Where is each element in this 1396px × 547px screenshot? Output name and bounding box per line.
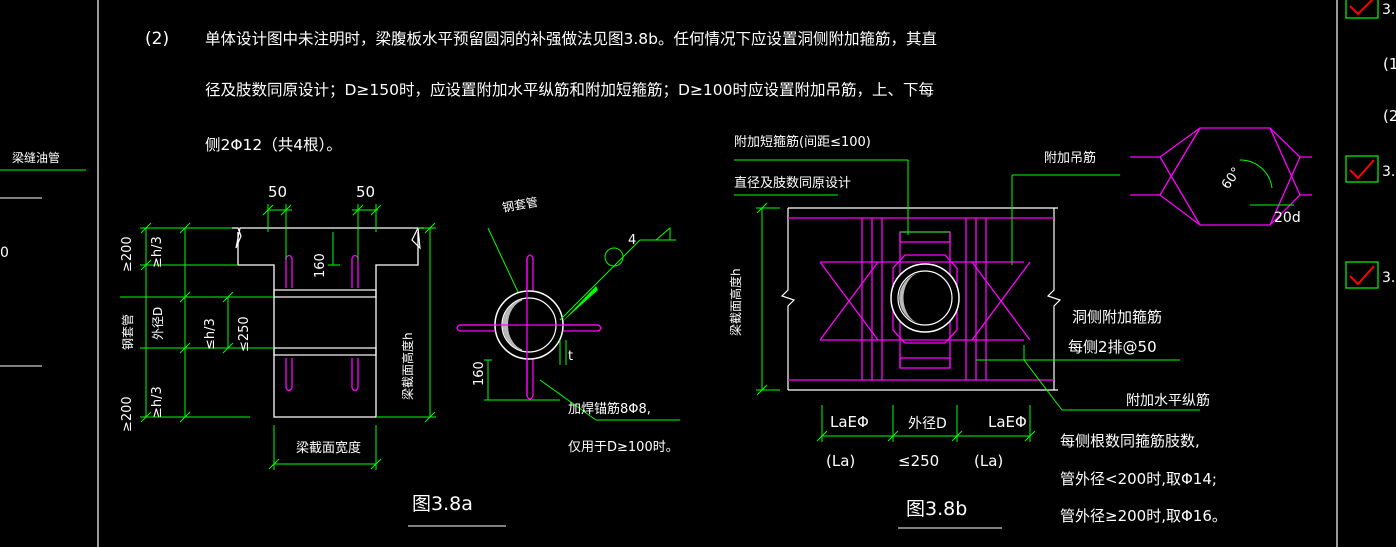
pipe-leaders <box>484 226 680 421</box>
label-la-left: (La) <box>826 452 855 470</box>
left-panel: 梁缝油管 0 <box>0 150 86 367</box>
dim-160-pipe: 160 <box>472 361 487 386</box>
weld-symbol: 4 <box>628 233 636 248</box>
len-20d: 20d <box>1274 210 1301 226</box>
dim-50-left: 50 <box>268 183 287 201</box>
note-line-2: 径及肢数同原设计；D≥150时，应设置附加水平纵筋和附加短箍筋；D≥100时应设… <box>205 80 934 99</box>
label-sleeve: 钢套管 <box>120 314 135 350</box>
label-beam-height-a: 梁截面高度h <box>400 332 415 400</box>
rebar-grid <box>788 217 1054 381</box>
label-hanger: 附加吊筋 <box>1044 150 1096 166</box>
label-outer-d: 外径D <box>151 307 165 340</box>
fig-a-caption: 图3.8a <box>412 493 473 515</box>
right-item-3: (2 <box>1383 107 1396 125</box>
checkmark-icon <box>1349 265 1375 286</box>
note-number: (2) <box>145 29 169 49</box>
anchor-bar-top-left <box>285 254 293 288</box>
anchor-bar-bottom-left <box>285 358 293 392</box>
label-lae-right: LaEΦ <box>988 413 1027 431</box>
figure-3-8b-elevation: 60° 20d 附加短箍筋(间距≤100) 直径及肢数同原设计 附加吊筋 梁截面… <box>728 127 1312 529</box>
label-h3-bottom: ≥h/3 <box>150 386 165 418</box>
checkbox-item-4[interactable]: 3. <box>1345 155 1395 183</box>
angle-60: 60° <box>1219 165 1245 192</box>
fig-b-note-1: 每侧根数同箍筋肢数, <box>1060 432 1200 450</box>
checkmark-icon <box>1349 159 1375 180</box>
weld-arrow <box>562 286 598 322</box>
sleeve-band-top <box>273 289 377 298</box>
fig-a-dimensions <box>120 204 436 470</box>
label-same-dia: 直径及肢数同原设计 <box>734 175 851 191</box>
figure-3-8a-section: 50 50 160 ≥200 ≥h/3 钢套管 外径D ≤h/3 ≤250 ≥2… <box>120 183 680 527</box>
dim-50-right: 50 <box>356 183 375 201</box>
anchor-bar-bottom-right <box>351 358 359 392</box>
label-lae-left: LaEΦ <box>830 413 869 431</box>
label-outer-d-b: 外径D <box>908 416 947 432</box>
checkbox-label-4: 3. <box>1382 164 1395 180</box>
label-per-side: 每侧2排@50 <box>1068 338 1157 356</box>
label-beam-height-b: 梁截面高度h <box>728 268 743 336</box>
label-le250: ≤250 <box>898 452 939 470</box>
label-horiz-bar: 附加水平纵筋 <box>1126 392 1210 409</box>
fig-b-leaders <box>734 159 1200 442</box>
sleeve-band-bottom <box>273 347 377 356</box>
checkbox-item-1[interactable]: 3. <box>1345 0 1395 19</box>
label-side-stirrup: 洞侧附加箍筋 <box>1072 308 1162 326</box>
slab-top-line <box>232 227 424 250</box>
pipe-section <box>456 254 602 400</box>
anchor-note: 仅用于D≥100时。 <box>568 440 679 455</box>
checkmark-icon <box>1349 0 1374 16</box>
label-short-stirrup: 附加短箍筋(间距≤100) <box>734 134 871 150</box>
label-mid-250: ≤250 <box>237 316 252 352</box>
anchor-label: 加焊锚筋8Φ8, <box>568 401 651 417</box>
left-panel-value: 0 <box>0 245 9 261</box>
design-note: (2) 单体设计图中未注明时，梁腹板水平预留圆洞的补强做法见图3.8b。任何情况… <box>145 29 937 154</box>
checkbox-item-5[interactable]: 3. <box>1345 261 1395 289</box>
right-panel: 3. (1 (2 3. 3. <box>1345 0 1396 289</box>
label-200-top: ≥200 <box>120 236 135 272</box>
fig-b-note-3: 管外径≥200时,取Φ16。 <box>1060 507 1227 525</box>
label-200-bottom: ≥200 <box>120 396 135 432</box>
hanger-bar-detail <box>1130 127 1312 226</box>
anchor-bar-top-right <box>351 254 359 288</box>
beam-outline <box>237 232 419 418</box>
label-la-right: (La) <box>974 452 1003 470</box>
checkbox-label-1: 3. <box>1382 2 1395 18</box>
t-label: t <box>568 349 573 364</box>
dim-160-top: 160 <box>313 253 328 278</box>
fig-b-note-2: 管外径<200时,取Φ14; <box>1060 470 1217 488</box>
label-mid-h3: ≤h/3 <box>203 318 218 350</box>
note-line-3: 侧2Φ12（共4根）。 <box>205 136 342 154</box>
right-item-2: (1 <box>1383 55 1396 73</box>
left-panel-label: 梁缝油管 <box>12 150 60 165</box>
note-line-1: 单体设计图中未注明时，梁腹板水平预留圆洞的补强做法见图3.8b。任何情况下应设置… <box>205 29 937 48</box>
fig-b-caption: 图3.8b <box>906 498 967 520</box>
checkbox-label-5: 3. <box>1382 270 1395 286</box>
pipe-label: 钢套管 <box>501 194 539 215</box>
label-beam-width: 梁截面宽度 <box>296 440 361 456</box>
label-h3-top: ≥h/3 <box>150 236 165 268</box>
